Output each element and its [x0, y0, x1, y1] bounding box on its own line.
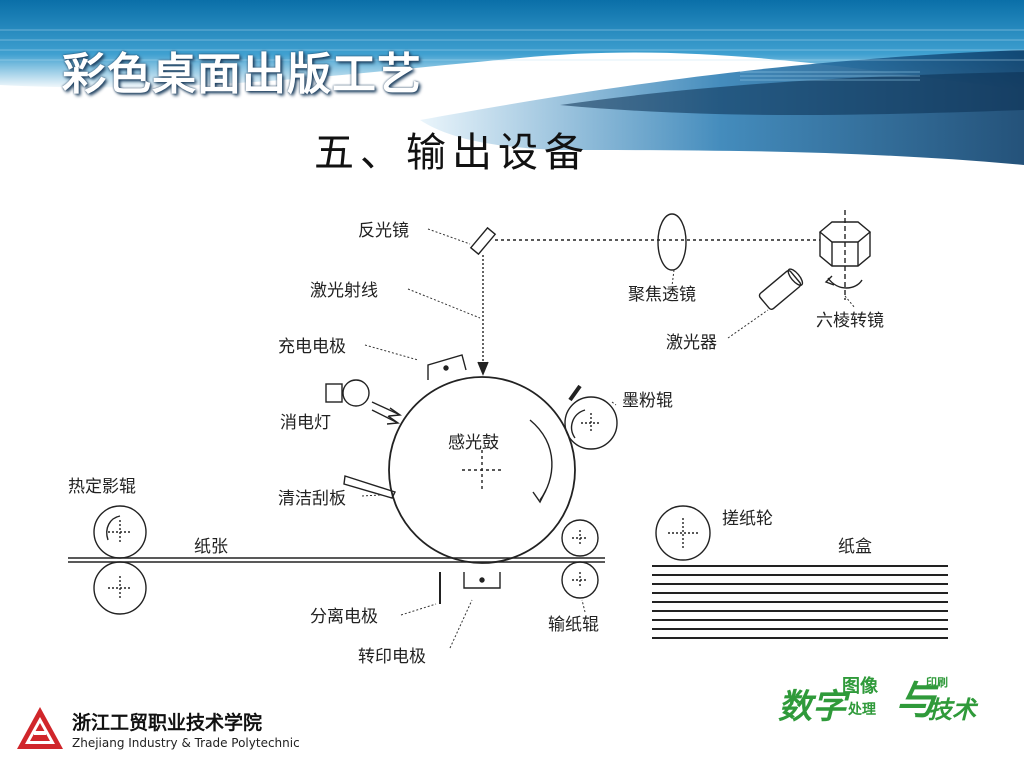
toner-blade	[568, 384, 582, 402]
brand-logo: 数字 图像 处理 与 印刷 技术	[778, 676, 979, 727]
header-banner: 彩色桌面出版工艺 五、输出设备	[0, 0, 1024, 170]
leader-lines	[361, 228, 856, 649]
label-erase-lamp: 消电灯	[280, 413, 331, 433]
label-feed-roller: 输纸辊	[548, 615, 599, 635]
erase-light-ray	[371, 401, 399, 415]
fuser-roller-arrow	[106, 515, 121, 541]
label-focus-lens: 聚焦透镜	[628, 285, 696, 305]
charge-electrode-dot	[443, 365, 449, 371]
photosensitive-drum	[388, 376, 576, 564]
drum-rotation-arrow	[529, 419, 553, 501]
feed-roller-bottom	[561, 561, 599, 599]
label-fuser-roller: 热定影辊	[68, 477, 136, 497]
label-mirror: 反光镜	[358, 221, 409, 241]
label-cleaning-blade: 清洁刮板	[278, 489, 346, 509]
school-name-cn: 浙江工贸职业技术学院	[72, 712, 263, 734]
paper-tray-stack	[652, 565, 948, 639]
cleaning-blade	[343, 475, 396, 499]
label-paper: 纸张	[194, 537, 228, 557]
label-separation-electrode: 分离电极	[310, 607, 378, 627]
label-transfer-electrode: 转印电极	[358, 647, 426, 667]
school-name-en: Zhejiang Industry & Trade Polytechnic	[72, 736, 300, 750]
erase-light-arrowhead	[388, 407, 402, 417]
transfer-electrode-dot	[479, 577, 485, 583]
fuser-roller-top	[93, 505, 147, 559]
brand-text-1: 数字	[778, 687, 851, 727]
pickup-roller	[655, 505, 711, 561]
banner-background	[0, 0, 1024, 170]
label-laser: 激光器	[666, 333, 717, 353]
transfer-electrode	[463, 572, 501, 589]
erase-light-ray	[371, 409, 397, 423]
hex-mirror-rotation-arrow	[827, 277, 863, 289]
school-logo-icon	[17, 707, 63, 749]
label-pickup-roller: 搓纸轮	[722, 509, 773, 529]
brand-text-3: 处理	[847, 701, 876, 718]
hex-mirror-rotation-arrowhead	[824, 275, 835, 286]
feed-roller-top	[561, 519, 599, 557]
label-drum: 感光鼓	[448, 433, 499, 453]
laser-beam-arrowhead	[477, 361, 489, 376]
erase-lamp-housing	[325, 383, 343, 403]
erase-lamp	[342, 379, 370, 407]
laser-emitter	[758, 268, 804, 310]
slide-subtitle: 五、输出设备	[314, 130, 590, 170]
brand-text-5: 技术	[928, 696, 979, 724]
toner-roller	[564, 396, 618, 450]
label-paper-tray: 纸盒	[838, 537, 872, 557]
erase-light-arrowhead	[386, 415, 400, 425]
slide-title: 彩色桌面出版工艺	[62, 49, 422, 100]
drum-rotation-arrowhead	[532, 489, 547, 504]
label-toner-roller: 墨粉辊	[622, 391, 673, 411]
charge-electrode	[427, 354, 467, 380]
fuser-roller-bottom	[93, 561, 147, 615]
brand-text-2: 图像	[842, 676, 879, 697]
focusing-lens	[657, 213, 687, 271]
toner-roller-arrow	[570, 409, 586, 439]
label-laser-beam: 激光射线	[310, 281, 378, 301]
brand-text-6: 印刷	[926, 676, 948, 689]
label-hex-mirror: 六棱转镜	[816, 311, 884, 331]
brand-text-4: 与	[896, 678, 939, 724]
reflector-mirror	[469, 226, 497, 256]
label-charge-electrode: 充电电极	[278, 337, 346, 357]
